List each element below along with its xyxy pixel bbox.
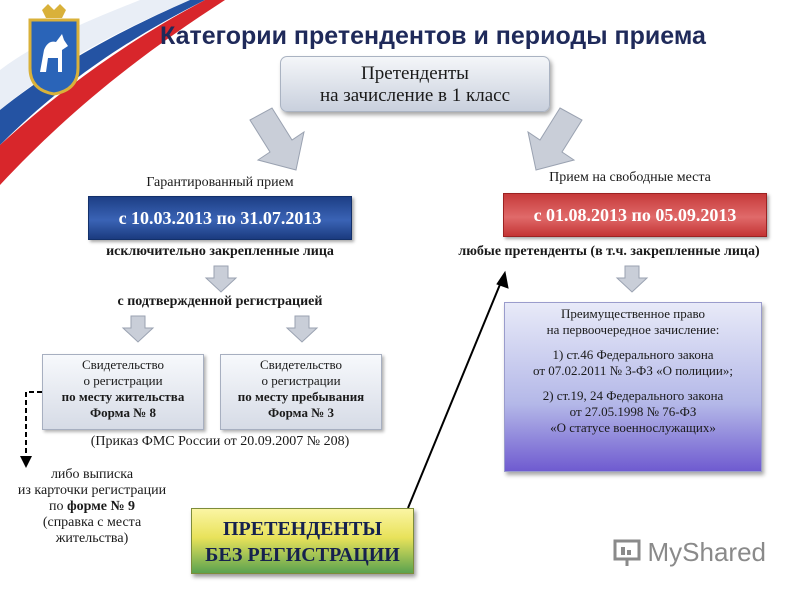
box-line-bold: по месту жительства xyxy=(61,389,185,404)
box-line: «О статусе военнослужащих» xyxy=(550,420,716,435)
confirmed-registration-note: с подтвержденной регистрацией xyxy=(117,294,323,309)
stay-certificate-box: Свидетельство о регистрации по месту пре… xyxy=(220,354,382,430)
box-line: о регистрации xyxy=(83,373,163,388)
arrow-down-icon xyxy=(615,265,649,293)
box-line-bold: по месту пребывания xyxy=(237,389,365,404)
guaranteed-label: Гарантированный прием xyxy=(146,175,294,190)
page-title: Категории претендентов и периоды приема xyxy=(160,22,706,50)
box-line: от 07.02.2011 № 3-ФЗ «О полиции»; xyxy=(533,363,733,378)
note-line: жительства) xyxy=(55,531,129,546)
free-places-label: Прием на свободные места xyxy=(549,170,711,185)
applicants-line1: Претенденты xyxy=(361,63,469,84)
alternative-extract-note: либо выписка из карточки регистрации по … xyxy=(8,467,176,547)
diagonal-arrow-line xyxy=(407,281,502,509)
dashed-connector xyxy=(25,391,42,460)
presentation-icon xyxy=(613,539,640,566)
arrow-head-icon xyxy=(20,456,32,468)
fms-order-note: (Приказ ФМС России от 20.09.2007 № 208) xyxy=(90,434,350,449)
box-line: от 27.05.1998 № 76-ФЗ xyxy=(569,404,697,419)
box-line: 1) ст.46 Федерального закона xyxy=(552,347,714,362)
note-line: (справка с места xyxy=(42,515,142,530)
no-registration-box: ПРЕТЕНДЕНТЫ БЕЗ РЕГИСТРАЦИИ xyxy=(191,508,414,574)
priority-right-box: Преимущественное право на первоочередное… xyxy=(504,302,762,472)
box-line: 2) ст.19, 24 Федерального закона xyxy=(542,388,724,403)
note-line: по форме № 9 xyxy=(8,499,176,515)
only-assigned-note: исключительно закрепленные лица xyxy=(106,244,334,259)
no-reg-line2: БЕЗ РЕГИСТРАЦИИ xyxy=(205,544,400,566)
box-line: на первоочередное зачисление: xyxy=(546,322,720,337)
box-line: Свидетельство xyxy=(259,357,343,372)
box-line: о регистрации xyxy=(261,373,341,388)
arrow-down-icon xyxy=(285,315,319,343)
arrow-down-left-icon xyxy=(249,107,305,171)
note-line: либо выписка xyxy=(50,467,134,482)
applicants-line2: на зачисление в 1 класс xyxy=(319,85,511,106)
arrow-head-icon xyxy=(496,270,509,289)
arrow-down-icon xyxy=(121,315,155,343)
form-number: Форма № 8 xyxy=(89,405,157,420)
no-reg-line1: ПРЕТЕНДЕНТЫ xyxy=(223,518,382,540)
guaranteed-date-box: с 10.03.2013 по 31.07.2013 xyxy=(88,196,352,240)
form-number: Форма № 3 xyxy=(267,405,335,420)
box-line: Свидетельство xyxy=(81,357,165,372)
note-line: из карточки регистрации xyxy=(17,483,167,498)
applicants-box: Претенденты на зачисление в 1 класс xyxy=(280,56,550,112)
watermark-logo: MyShared xyxy=(612,537,767,568)
arrow-down-icon xyxy=(204,265,238,293)
form-number: форме № 9 xyxy=(66,499,136,514)
box-line: Преимущественное право xyxy=(560,306,706,321)
emblem-icon xyxy=(28,4,80,96)
any-applicants-note: любые претенденты (в т.ч. закрепленные л… xyxy=(458,244,760,259)
free-places-date-box: с 01.08.2013 по 05.09.2013 xyxy=(503,193,767,237)
residence-certificate-box: Свидетельство о регистрации по месту жит… xyxy=(42,354,204,430)
watermark-text: MyShared xyxy=(647,537,767,567)
arrow-down-right-icon xyxy=(527,107,583,171)
note-text: по xyxy=(48,499,67,514)
